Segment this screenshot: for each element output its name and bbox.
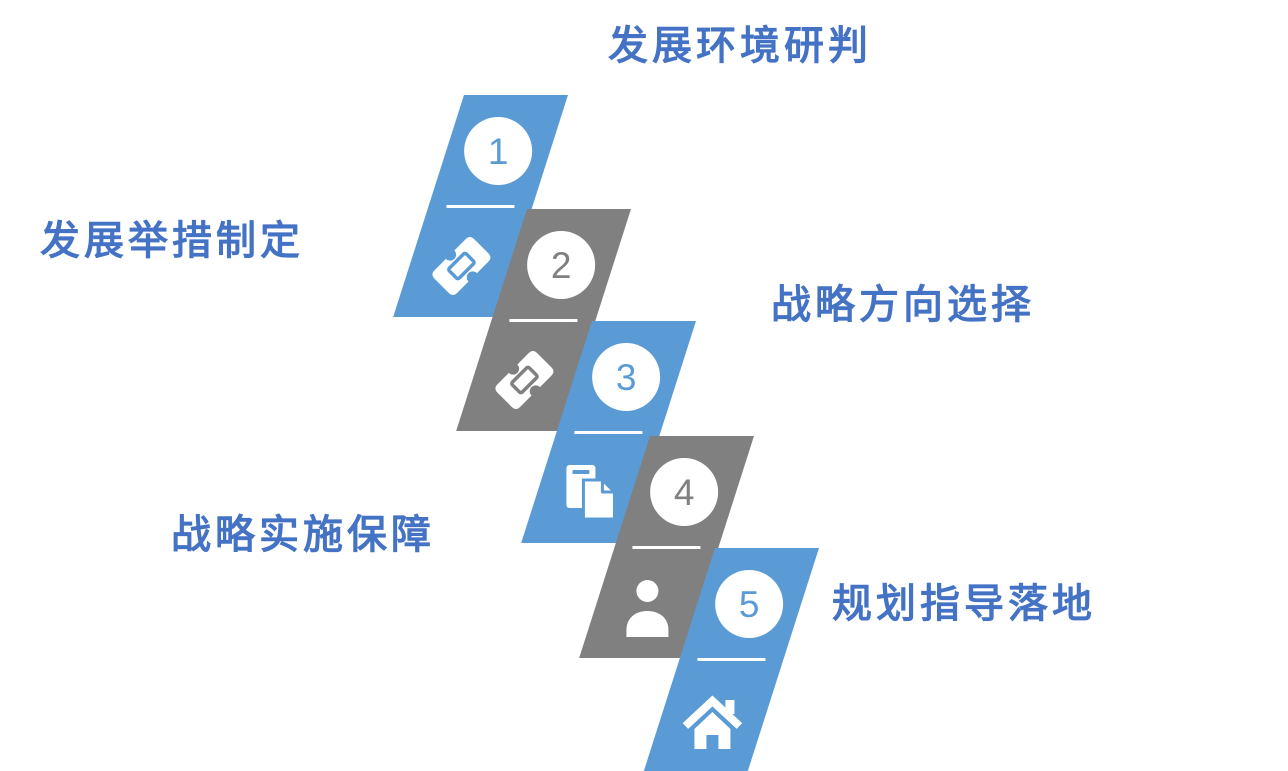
label-strategy-implementation: 战略实施保障: [171, 513, 435, 557]
person-icon: [615, 575, 679, 639]
divider-line: [509, 319, 578, 322]
step-1-number-badge: 1: [464, 117, 533, 185]
label-development-measures: 发展举措制定: [40, 219, 304, 263]
label-development-environment: 发展环境研判: [608, 24, 872, 68]
divider-line: [697, 658, 766, 661]
divider-line: [574, 431, 643, 434]
step-5-shape: 5: [643, 548, 819, 771]
step-4-number-badge: 4: [650, 458, 719, 526]
label-strategic-direction: 战略方向选择: [771, 283, 1035, 327]
step-5-number-badge: 5: [715, 570, 784, 638]
step-1-shape: 1: [393, 95, 568, 317]
ticket-icon: [492, 348, 556, 412]
home-icon: [680, 687, 744, 751]
step-3-number-badge: 3: [592, 343, 661, 411]
step-3-shape: 3: [521, 321, 696, 543]
divider-line: [446, 205, 515, 208]
step-4-shape: 4: [579, 436, 754, 658]
label-planning-guidance: 规划指导落地: [832, 582, 1096, 626]
divider-line: [632, 546, 701, 549]
copy-pages-icon: [557, 460, 621, 524]
step-2-number-badge: 2: [527, 231, 596, 299]
ticket-icon: [429, 234, 493, 298]
step-2-shape: 2: [456, 209, 631, 431]
